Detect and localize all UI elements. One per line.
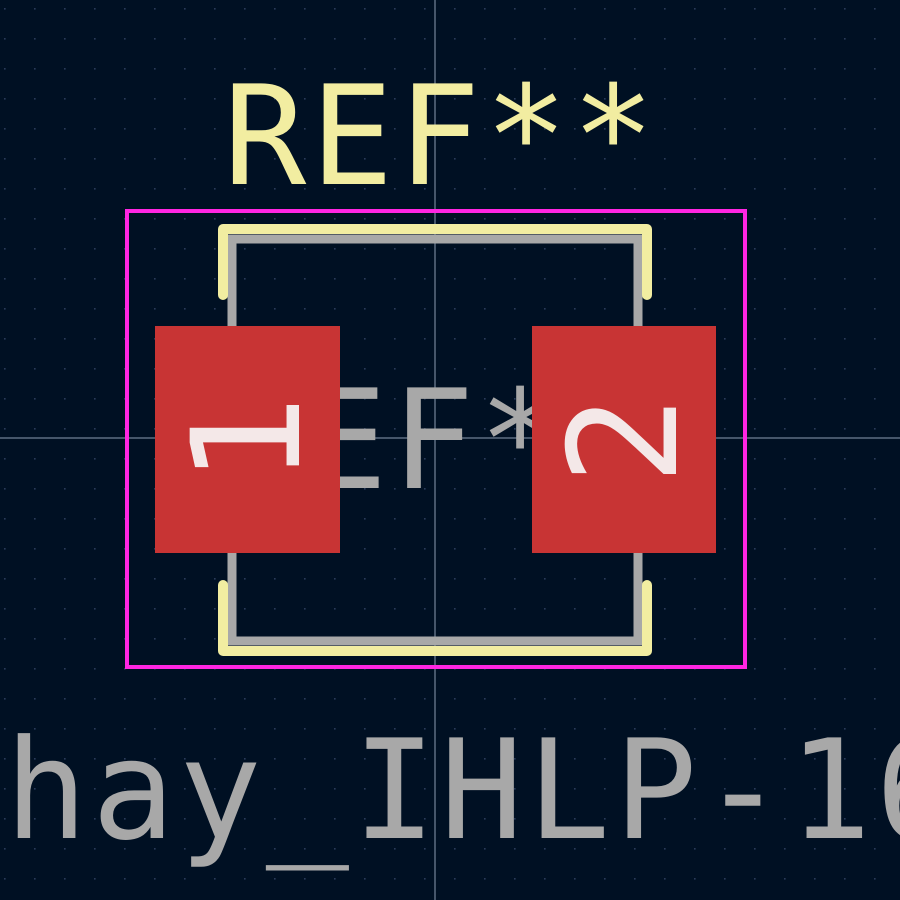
- pad-2-number: 2: [538, 395, 712, 485]
- pad-2[interactable]: 2: [532, 326, 716, 553]
- pad-1[interactable]: 1: [155, 326, 340, 553]
- pad-1-number: 1: [161, 395, 335, 485]
- courtyard-outline: [125, 209, 747, 669]
- fab-value-text: Vishay_IHLP-1616: [0, 710, 900, 871]
- pad-2-copper[interactable]: [532, 326, 716, 553]
- silk-reference-text: REF**: [223, 56, 658, 217]
- pad-1-copper[interactable]: [155, 326, 340, 553]
- silkscreen-outline: [218, 224, 652, 656]
